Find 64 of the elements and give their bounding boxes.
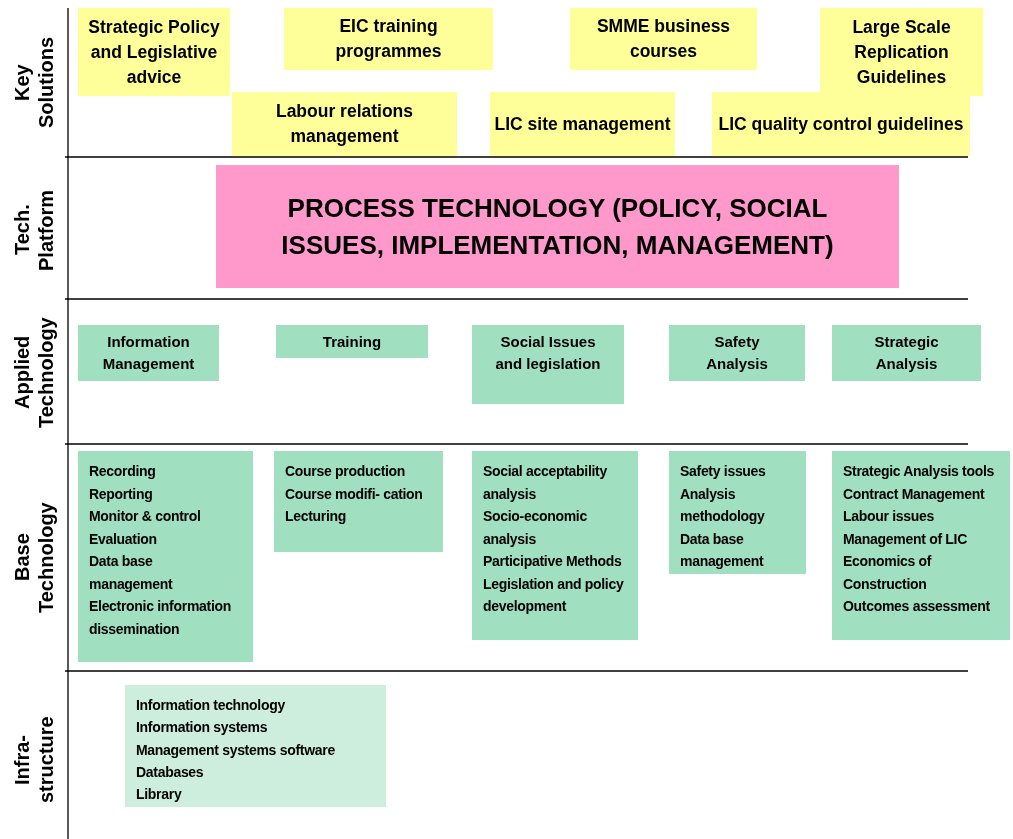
box-text: Large Scale Replication Guidelines xyxy=(851,15,952,89)
list-item-text: Course production xyxy=(285,462,407,481)
box-text: LIC site management xyxy=(494,112,671,136)
applied-technology-box xyxy=(276,325,428,358)
list-item-text: Library xyxy=(136,785,183,805)
list-item-text: Reporting xyxy=(89,484,154,504)
list-item-text: Evaluation xyxy=(89,529,158,549)
platform-box xyxy=(216,165,899,288)
row-heading: Tech. Platform xyxy=(10,188,58,273)
solution-box xyxy=(232,92,457,156)
box-text: Social Issues and legislation xyxy=(494,332,602,374)
list-item-text: Lecturing xyxy=(285,507,348,526)
row-heading: Base Technology xyxy=(10,501,58,615)
list-item-text: Safety issues xyxy=(680,462,767,481)
list-item-text: Management of LIC xyxy=(843,529,969,549)
list-item-text: Social acceptability analysis xyxy=(483,462,608,504)
base-technology-box xyxy=(274,451,443,552)
box-text: EIC training programmes xyxy=(334,15,443,63)
list-item-text: Legislation and policy development xyxy=(483,574,624,616)
list-item-text: Information systems xyxy=(136,718,269,738)
list-item-text: Socio-economic analysis xyxy=(483,507,588,549)
solution-box xyxy=(570,8,757,70)
list-item-text: Databases xyxy=(136,762,205,782)
box-text: LIC quality control guidelines xyxy=(718,112,964,136)
box-text: Labour relations management xyxy=(274,100,415,148)
list-item-text: Outcomes assessment xyxy=(843,597,991,616)
box-text: Information Management xyxy=(101,332,196,374)
base-technology-box xyxy=(669,451,806,574)
list-item-text: Monitor & control xyxy=(89,507,202,526)
row-heading: Infra- structure xyxy=(10,715,58,806)
box-text: Strategic Analysis xyxy=(873,332,940,374)
applied-technology-box xyxy=(669,325,805,381)
box-text: Safety Analysis xyxy=(705,332,769,374)
row-heading: Applied Technology xyxy=(10,316,58,430)
list-item-text: Course modifi- cation xyxy=(285,484,424,504)
list-item-text: Recording xyxy=(89,462,157,481)
solution-box xyxy=(820,8,983,96)
list-item-text: Data base management xyxy=(89,552,174,594)
box-text: SMME business courses xyxy=(595,15,732,63)
solution-box xyxy=(284,8,493,70)
infrastructure-box xyxy=(125,685,386,807)
solution-box xyxy=(78,8,230,96)
base-technology-box xyxy=(78,451,253,662)
solution-box xyxy=(712,92,970,156)
list-item-text: Economics of Construction xyxy=(843,552,933,594)
list-item-text: Labour issues xyxy=(843,507,936,526)
box-text: Strategic Policy and Legislative advice xyxy=(87,15,221,89)
applied-technology-box xyxy=(832,325,981,381)
box-text: PROCESS TECHNOLOGY (POLICY, SOCIAL ISSUES, IMPLEMENTATION, MANAGEMENT) xyxy=(280,191,835,262)
list-item-text: Contract Management xyxy=(843,484,986,504)
list-item-text: Data base management xyxy=(680,529,765,571)
row-heading: Key Solutions xyxy=(10,35,58,131)
list-item-text: Participative Methods xyxy=(483,552,623,571)
base-technology-box xyxy=(472,451,638,640)
list-item-text: Analysis methodology xyxy=(680,484,766,526)
list-item-text: Management systems software xyxy=(136,740,336,760)
list-item-text: Electronic information dissemination xyxy=(89,597,232,639)
applied-technology-box xyxy=(472,325,624,404)
applied-technology-box xyxy=(78,325,219,381)
solution-box xyxy=(490,92,675,156)
base-technology-box xyxy=(832,451,1010,640)
box-text: Training xyxy=(321,332,383,352)
list-item-text: Strategic Analysis tools xyxy=(843,462,995,481)
list-item-text: Information technology xyxy=(136,696,286,715)
